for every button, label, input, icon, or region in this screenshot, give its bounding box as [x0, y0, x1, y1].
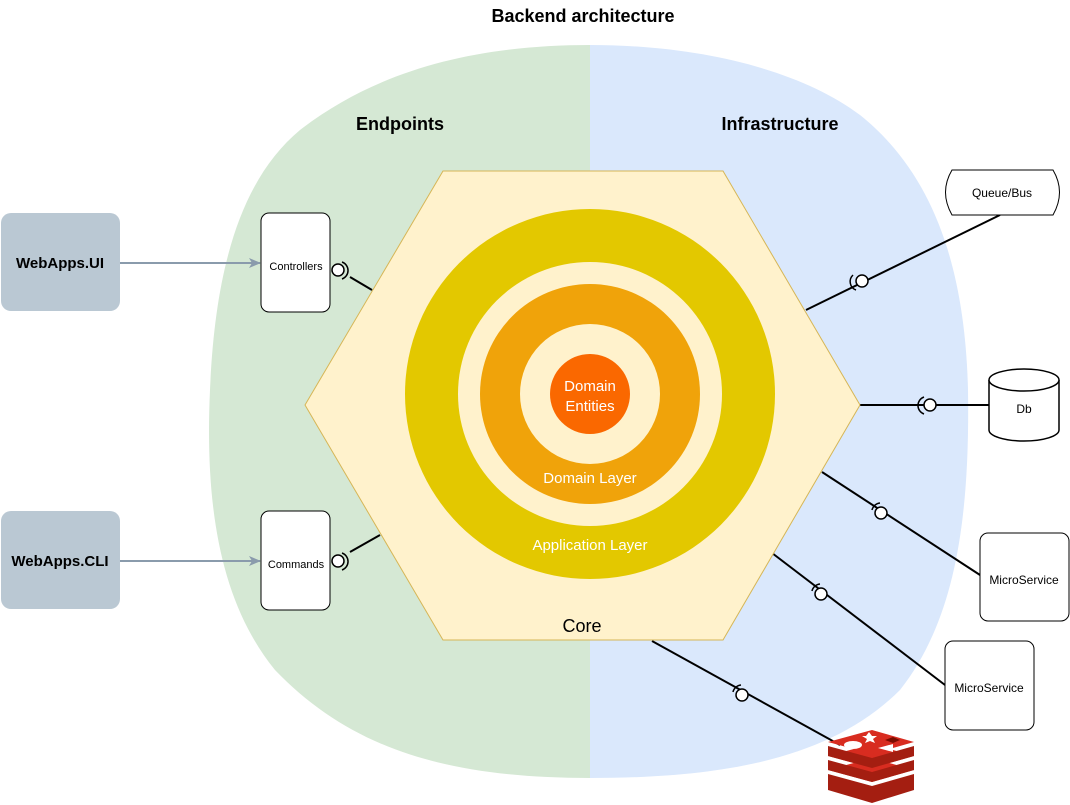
endpoints-label: Endpoints [356, 114, 444, 134]
controllers-component[interactable]: Controllers [260, 212, 331, 313]
domain-entities-label-line2: Entities [565, 398, 614, 415]
microservice-2-interface-icon [811, 583, 828, 601]
commands-label: Commands [268, 559, 325, 571]
domain-entities-circle [550, 354, 630, 434]
queue-bus-node[interactable]: Queue/Bus [945, 169, 1060, 216]
client-webapps-cli-label: WebApps.CLI [11, 553, 108, 570]
infrastructure-label: Infrastructure [721, 114, 838, 134]
domain-layer-label: Domain Layer [543, 470, 636, 487]
redis-interface-icon [732, 684, 749, 702]
application-layer-label: Application Layer [532, 537, 647, 554]
client-webapps-ui-label: WebApps.UI [16, 255, 104, 272]
microservice-1-interface-icon [871, 502, 888, 520]
diagram-title: Backend architecture [491, 6, 674, 26]
controllers-interface-icon [331, 261, 349, 280]
redis-icon[interactable] [828, 730, 914, 803]
domain-entities-label-line1: Domain [564, 378, 616, 395]
client-webapps-ui[interactable]: WebApps.UI [1, 213, 120, 311]
core-label: Core [562, 616, 601, 636]
microservice-2-node[interactable]: MicroService [944, 640, 1035, 731]
controllers-label: Controllers [269, 261, 323, 273]
microservice-1-node[interactable]: MicroService [979, 532, 1070, 622]
commands-interface-icon [331, 552, 349, 571]
client-webapps-cli[interactable]: WebApps.CLI [1, 511, 120, 609]
queue-interface-icon [849, 274, 869, 291]
microservice-1-label: MicroService [989, 573, 1059, 587]
microservice-2-label: MicroService [954, 681, 1024, 695]
commands-component[interactable]: Commands [260, 510, 331, 611]
db-label: Db [1016, 402, 1032, 416]
db-interface-icon [917, 396, 937, 415]
db-node[interactable]: Db [988, 368, 1060, 442]
queue-bus-label: Queue/Bus [972, 186, 1032, 200]
interface-symbols [331, 261, 937, 702]
